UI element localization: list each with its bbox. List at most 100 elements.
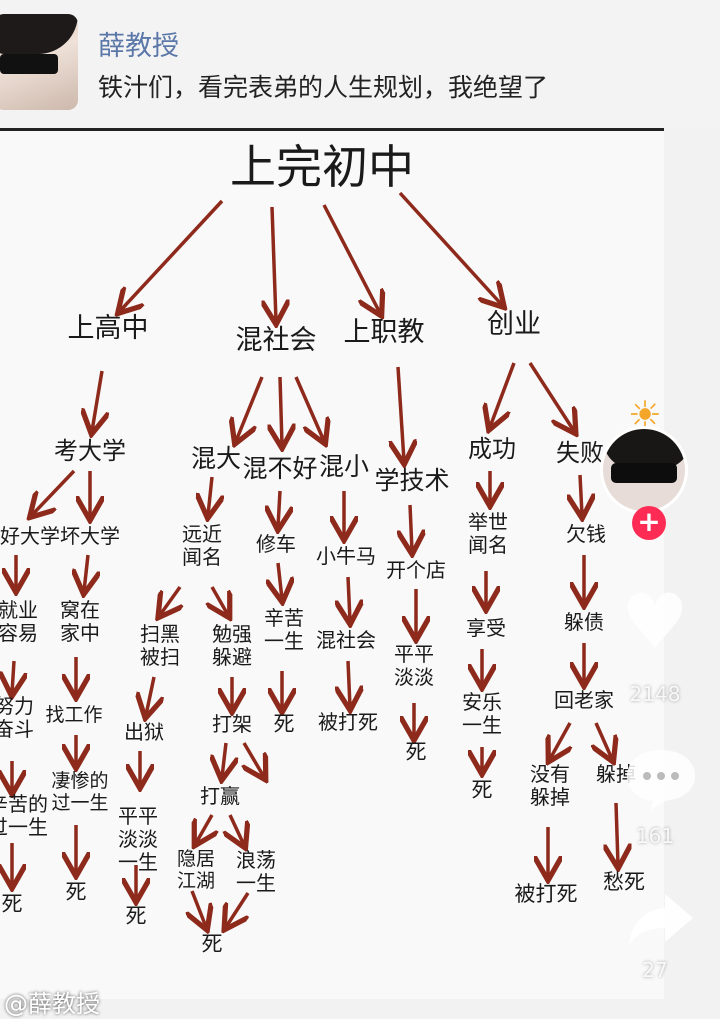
- node-huilaojia: 回老家: [554, 688, 614, 712]
- flowchart-svg: 上完初中上高中混社会上职教创业考大学混大混不好混小学技术成功失败好大学坏大学远近…: [0, 140, 645, 956]
- arrow-sh-1: [146, 676, 154, 715]
- arrow-dy-2: [230, 814, 244, 845]
- comment-count: 161: [635, 824, 675, 848]
- node-yinju: 隐居江湖: [177, 848, 215, 892]
- arrow-gaozhong: [92, 370, 102, 431]
- node-chuyu: 出狱: [124, 720, 164, 744]
- node-hunbuhao: 混不好: [242, 454, 317, 483]
- node-hunxiao: 混小: [319, 452, 369, 481]
- node-xinku2: 辛苦的过一生: [0, 792, 48, 839]
- arrow-cy-2: [528, 362, 574, 431]
- arrow-hunda-1: [208, 476, 212, 515]
- node-yuanjin: 远近闻名: [182, 522, 222, 569]
- author-avatar[interactable]: [0, 14, 78, 110]
- arrow-yj-1: [160, 585, 180, 615]
- node-meiyou: 没有躲掉: [530, 762, 570, 809]
- bottom-handle[interactable]: @薛教授: [4, 990, 100, 1018]
- arrow-dy-1: [196, 814, 212, 843]
- node-mianqiang: 勉强躲避: [212, 622, 252, 669]
- avatar-hair: [0, 14, 78, 54]
- avatar-eye-mask: [611, 463, 677, 483]
- node-langdang: 浪荡一生: [236, 848, 276, 895]
- arrow-jy-1: [12, 660, 14, 693]
- arrow-root-2: [272, 206, 276, 321]
- post-text: 铁汁们，看完表弟的人生规划，我绝望了: [98, 73, 549, 102]
- arrow-root-3: [322, 204, 380, 313]
- node-chenggong: 成功: [468, 435, 516, 463]
- node-pingping2: 平平淡淡一生: [118, 804, 158, 874]
- node-qianqian: 欠钱: [566, 522, 606, 546]
- node-si4: 死: [2, 892, 23, 916]
- arrow-hud-1: [84, 554, 88, 591]
- arrow-hs-1: [236, 376, 264, 441]
- creator-avatar[interactable]: [600, 426, 688, 514]
- arrow-xc-1: [278, 562, 282, 599]
- like-count: 2148: [629, 682, 681, 706]
- arrow-ld-1: [226, 892, 250, 927]
- node-huaidaxue: 坏大学: [60, 524, 120, 548]
- comment-icon[interactable]: [616, 746, 706, 816]
- node-jushi: 举世闻名: [468, 510, 508, 557]
- node-pingping1: 平平淡淡: [394, 642, 434, 689]
- arrow-kdx-1: [32, 469, 76, 515]
- node-level1-0: 上高中: [68, 313, 149, 344]
- author-name[interactable]: 薛教授: [98, 31, 179, 62]
- share-count: 27: [642, 958, 668, 982]
- arrow-hs-2: [280, 376, 282, 445]
- comment-bubble-icon: [627, 750, 695, 810]
- node-beidasi2: 被打死: [515, 882, 578, 906]
- arrow-hlj-1: [550, 722, 570, 759]
- node-si1: 死: [274, 712, 295, 736]
- node-hunshehui2: 混社会: [316, 628, 376, 652]
- node-si3: 死: [472, 778, 493, 802]
- node-zhaogongzuo: 找工作: [45, 704, 102, 726]
- node-chousi: 愁死: [603, 870, 645, 894]
- arrow-dd-1: [616, 802, 618, 865]
- arrow-sb-1: [580, 474, 582, 515]
- node-saohei: 扫黑被扫: [140, 622, 180, 669]
- node-haodaxue: 好大学: [0, 524, 60, 548]
- arrow-hsh-1: [348, 660, 350, 707]
- node-root: 上完初中: [230, 140, 414, 194]
- flowchart-image: 上完初中上高中混社会上职教创业考大学混大混不好混小学技术成功失败好大学坏大学远近…: [0, 128, 664, 999]
- node-beidasi1: 被打死: [318, 710, 378, 734]
- arrow-yj-2: [212, 586, 228, 615]
- node-xinku1: 辛苦一生: [264, 606, 304, 653]
- node-kaodaxue: 考大学: [54, 437, 126, 465]
- node-wozai: 窝在家中: [60, 598, 100, 645]
- share-arrow-icon: [629, 894, 693, 946]
- node-duozhai: 躲债: [564, 610, 604, 634]
- arrow-dj-2: [244, 742, 264, 777]
- node-jiuye: 就业容易: [0, 598, 38, 645]
- arrow-root-4: [398, 191, 502, 305]
- arrow-hbh-1: [278, 490, 280, 527]
- arrow-xm-1: [348, 576, 350, 621]
- node-xiuche: 修车: [256, 532, 296, 556]
- node-qican: 凄惨的过一生: [51, 770, 108, 814]
- node-nuli: 努力奋斗: [0, 694, 34, 741]
- post-header: 薛教授 铁汁们，看完表弟的人生规划，我绝望了: [0, 0, 720, 128]
- action-bar: ☀ + ♥ 2148 161 27: [600, 396, 720, 996]
- arrow-hlj-2: [596, 722, 612, 759]
- heart-icon[interactable]: ♥: [620, 577, 690, 666]
- node-xuejishu: 学技术: [374, 466, 449, 495]
- node-anle: 安乐一生: [462, 690, 502, 737]
- share-icon[interactable]: [616, 890, 706, 954]
- node-si7: 死: [202, 932, 223, 956]
- node-daying: 打赢: [200, 784, 240, 808]
- arrow-zhijiao: [398, 366, 404, 461]
- creator-avatar-wrap[interactable]: ☀ +: [592, 396, 696, 546]
- avatar-hair: [603, 429, 685, 469]
- arrow-hs-3: [294, 376, 324, 441]
- arrow-xjs-1: [410, 504, 412, 551]
- node-hunda: 混大: [191, 444, 241, 473]
- arrow-dj-1: [222, 742, 226, 777]
- arrow-root-1: [120, 199, 224, 311]
- node-shibai: 失败: [556, 439, 604, 467]
- node-level1-1: 混社会: [236, 325, 317, 356]
- follow-button[interactable]: +: [632, 506, 666, 540]
- node-level1-3: 创业: [487, 309, 541, 340]
- node-si6: 死: [126, 904, 147, 928]
- node-dajia: 打架: [212, 712, 252, 736]
- node-si5: 死: [66, 880, 87, 904]
